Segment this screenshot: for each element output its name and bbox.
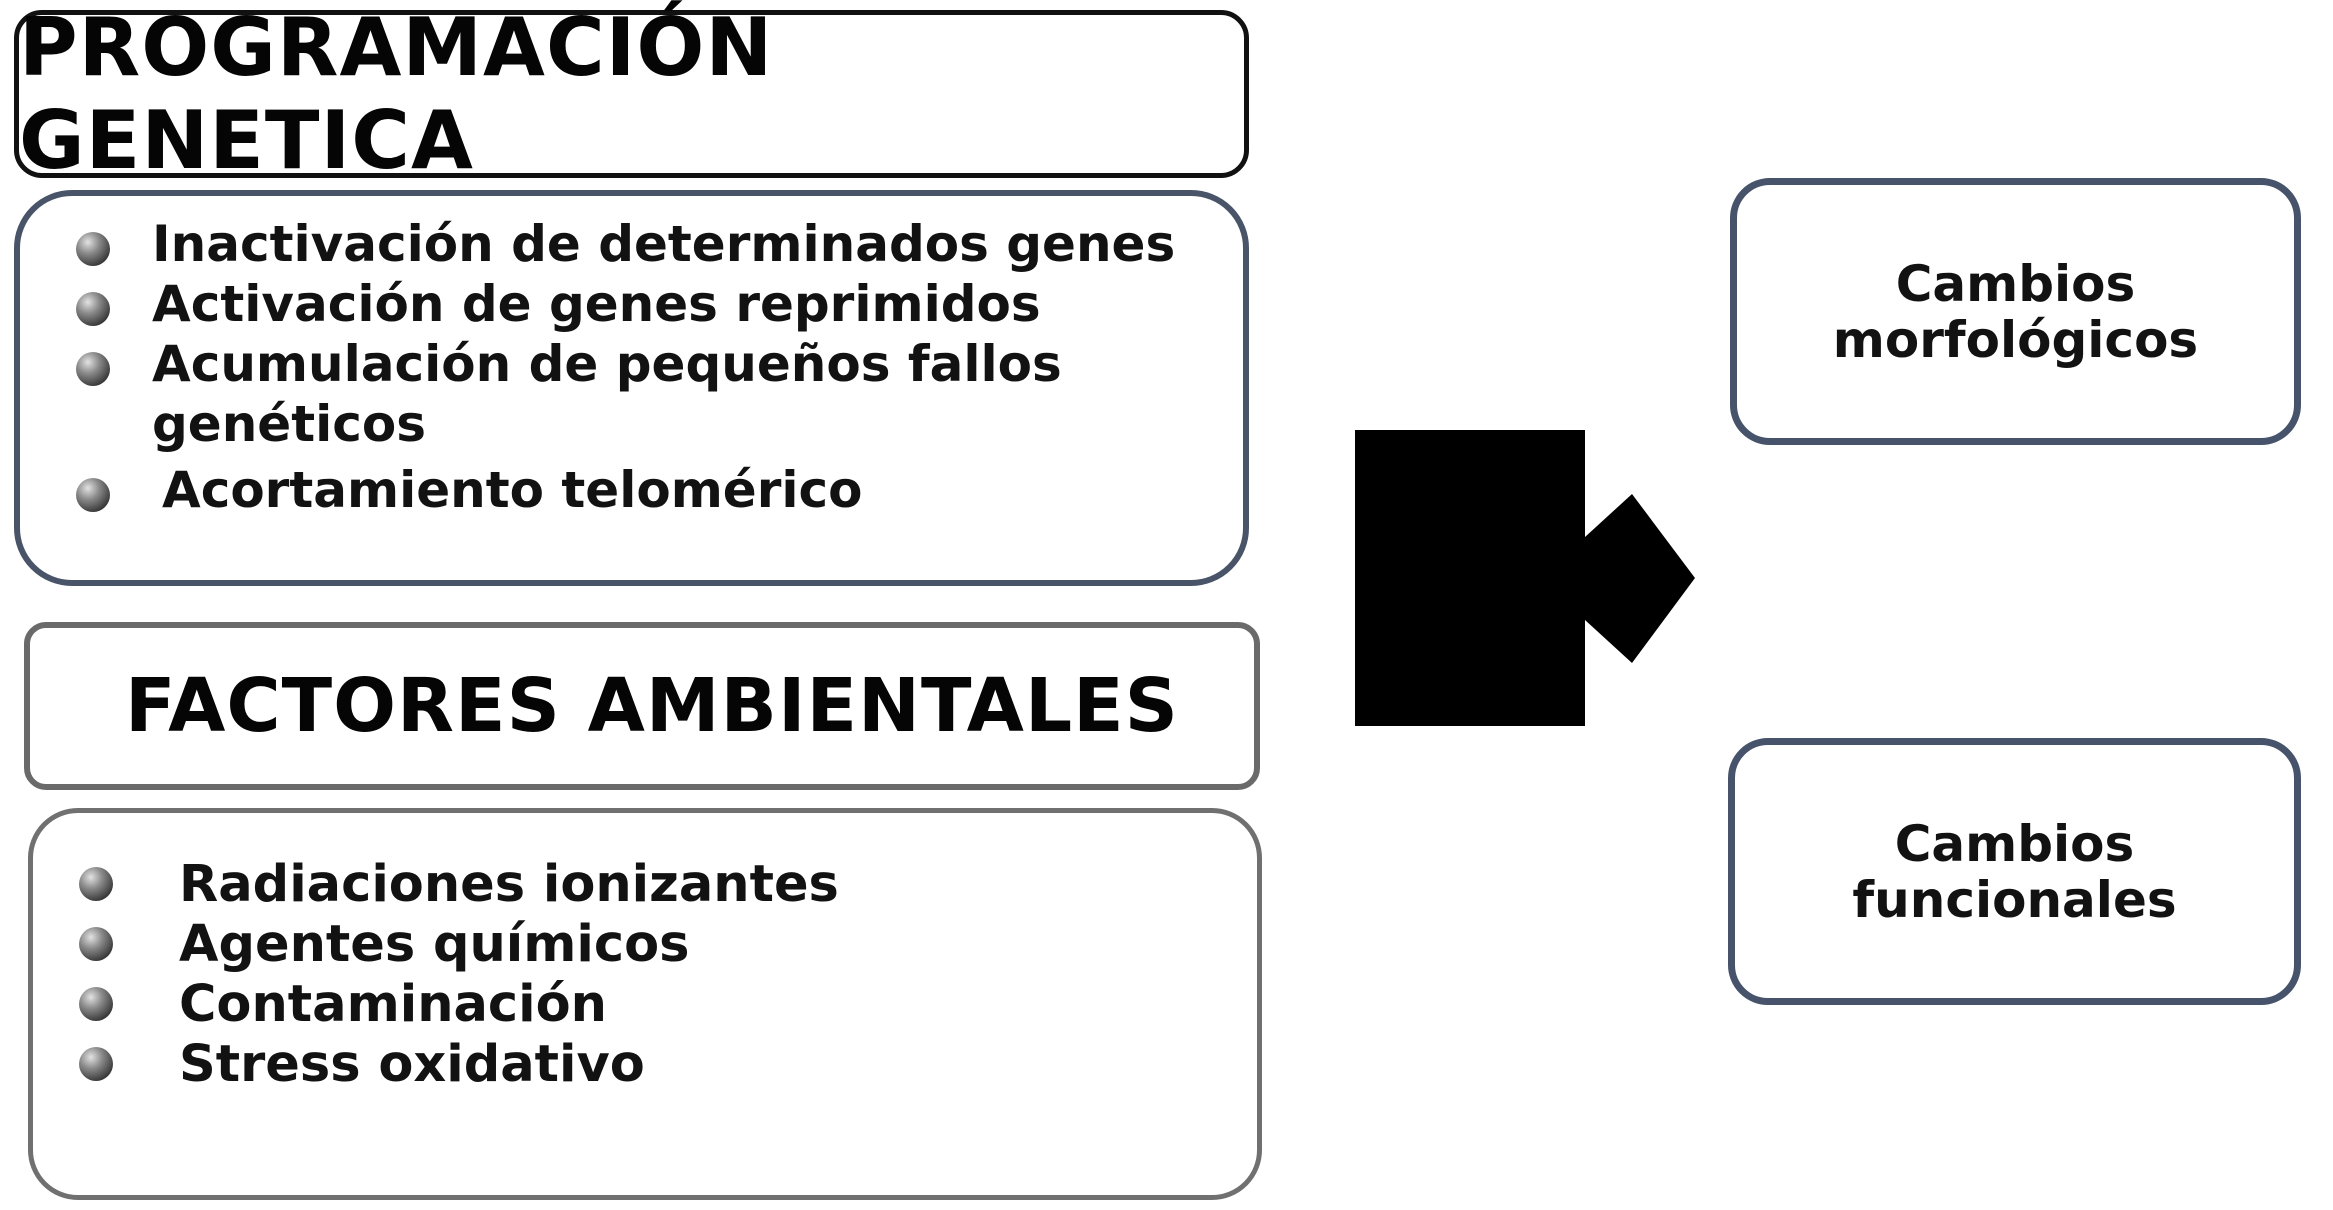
- arrow-shape: [1355, 430, 1695, 726]
- morphological-changes-box: Cambios morfológicos: [1730, 178, 2301, 445]
- list-item-label: Inactivación de determinados genes: [152, 215, 1176, 273]
- genetic-programming-title: PROGRAMACIÓN GENETICA: [19, 1, 774, 187]
- bullet-sphere-icon: [79, 1047, 113, 1081]
- list-item: Contaminación: [67, 975, 1227, 1035]
- list-item-label: Agentes químicos: [179, 915, 690, 974]
- bullet-sphere-icon: [79, 867, 113, 901]
- bullet-sphere-icon: [76, 352, 110, 386]
- list-item-label: Acortamiento telomérico: [162, 461, 863, 519]
- environmental-factors-title: FACTORES AMBIENTALES: [125, 663, 1179, 749]
- list-item-label: Acumulación de pequeños fallos genéticos: [152, 335, 1062, 453]
- right-arrow-icon: [1355, 430, 1695, 726]
- genetic-programming-title-box: PROGRAMACIÓN GENETICA: [14, 1, 1249, 187]
- bullet-sphere-icon: [79, 927, 113, 961]
- list-item: Agentes químicos: [67, 915, 1227, 975]
- environmental-factors-list: Radiaciones ionizantes Agentes químicos …: [67, 855, 1227, 1095]
- list-item-label: Stress oxidativo: [179, 1035, 645, 1094]
- list-item: Acortamiento telomérico: [66, 460, 1226, 520]
- bullet-sphere-icon: [76, 478, 110, 512]
- functional-changes-label: Cambios funcionales: [1852, 814, 2177, 929]
- bullet-sphere-icon: [76, 292, 110, 326]
- functional-changes-box: Cambios funcionales: [1728, 738, 2301, 1005]
- environmental-factors-title-box: FACTORES AMBIENTALES: [24, 622, 1260, 790]
- list-item: Radiaciones ionizantes: [67, 855, 1227, 915]
- genetic-factors-list-box: Inactivación de determinados genes Activ…: [14, 190, 1249, 586]
- bullet-sphere-icon: [76, 232, 110, 266]
- environmental-factors-list-box: Radiaciones ionizantes Agentes químicos …: [28, 808, 1262, 1200]
- genetic-factors-list: Inactivación de determinados genes Activ…: [66, 214, 1226, 520]
- list-item-label: Radiaciones ionizantes: [179, 855, 839, 914]
- bullet-sphere-icon: [79, 987, 113, 1021]
- list-item: Stress oxidativo: [67, 1035, 1227, 1095]
- morphological-changes-label: Cambios morfológicos: [1832, 254, 2199, 369]
- list-item: Activación de genes reprimidos: [66, 274, 1226, 334]
- list-item-label: Activación de genes reprimidos: [152, 275, 1041, 333]
- list-item-label: Contaminación: [179, 975, 607, 1034]
- list-item: Inactivación de determinados genes: [66, 214, 1226, 274]
- list-item: Acumulación de pequeños fallos genéticos: [66, 334, 1226, 454]
